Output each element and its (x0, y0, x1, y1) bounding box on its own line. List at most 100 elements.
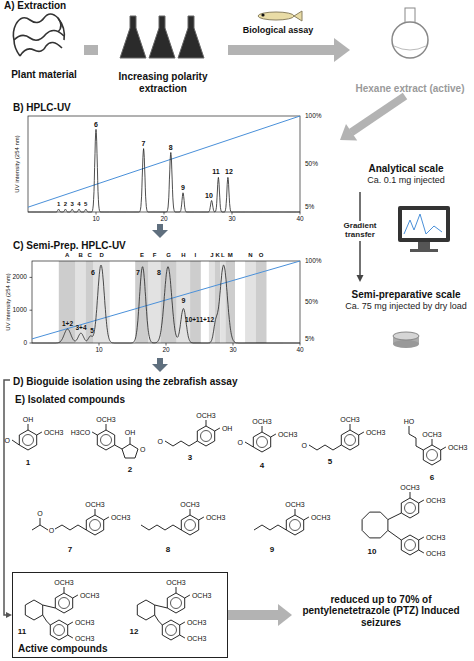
peak-number: 2 (64, 201, 67, 207)
disk-bottom (393, 340, 419, 348)
node-title: Active compounds (18, 643, 107, 655)
gradient-line (32, 261, 300, 339)
bond (199, 517, 204, 520)
rhizome (13, 18, 64, 56)
round-flask-icon (392, 8, 428, 58)
bond (28, 424, 29, 430)
bond (401, 535, 418, 555)
process-step: Increasing polarity extraction (98, 10, 228, 96)
fraction-band (177, 261, 190, 343)
arrowhead (357, 275, 364, 282)
axis-value: 40 (296, 347, 303, 354)
atom-label: OCH3 (278, 431, 297, 438)
atom-label: OCH3 (400, 484, 419, 491)
scale-box: Analytical scaleCa. 0.1 mg injected (342, 156, 470, 192)
atom-label: HO (404, 418, 415, 425)
axis-tick (300, 212, 301, 215)
peak-number: 1 (57, 201, 60, 207)
axis-value: 5% (305, 336, 314, 343)
bond (432, 439, 433, 445)
peak-number: 4 (77, 201, 80, 207)
bond (115, 444, 138, 458)
compound-number: 12 (130, 628, 139, 636)
bond (86, 515, 103, 535)
flask (149, 16, 175, 58)
atom-label: OCH3 (252, 418, 271, 425)
aromatic-ring (59, 598, 70, 609)
compound-number: 1 (26, 459, 30, 467)
atom-label: OCH3 (426, 550, 445, 557)
fraction-letter: D (100, 252, 104, 258)
bond (12, 440, 19, 445)
peak-number: 3 (71, 201, 74, 207)
zebrafish-icon (258, 11, 302, 21)
flask-icons (120, 16, 204, 58)
bond (64, 587, 65, 593)
compound-number: 2 (128, 466, 132, 474)
connector-line (4, 380, 10, 615)
axis-value: 2000 (13, 274, 27, 281)
process-arrow (84, 50, 98, 51)
fraction-band (190, 261, 201, 343)
axis-value: 30 (228, 216, 235, 223)
atom-label: OCH3 (196, 412, 215, 419)
arrowhead (340, 124, 357, 140)
node-title: C) Semi-Prep. HPLC-UV (13, 240, 126, 252)
fraction-band (226, 261, 235, 343)
bond (155, 605, 168, 608)
connector-line (84, 45, 98, 55)
atom-label: OH (222, 425, 233, 432)
atom-label: O (158, 438, 163, 445)
fraction-letter: F (153, 252, 157, 258)
bond (215, 428, 220, 431)
bond (162, 620, 179, 640)
bond (97, 430, 114, 450)
axis-value: 30 (229, 347, 236, 354)
bond (25, 600, 42, 620)
bond (388, 530, 401, 540)
bond (295, 509, 296, 515)
bond (185, 595, 190, 598)
outcome-box: reduced up to 70% of pentylenetetrazole … (292, 588, 470, 634)
fraction-letter: L (221, 252, 225, 258)
axis-tick (30, 277, 33, 278)
aromatic-ring (185, 520, 196, 531)
bond (92, 432, 97, 435)
atom-label: OCH3 (206, 514, 225, 521)
arrowhead (334, 38, 350, 62)
atom-label: O (5, 437, 10, 444)
node-title: Hexane extract (active) (356, 83, 465, 95)
atom-label: H3CO (71, 429, 90, 436)
compound-number: 9 (270, 546, 274, 554)
source-step: Plant material (4, 10, 84, 82)
aromatic-ring (166, 625, 177, 636)
atom-label: O (140, 446, 145, 453)
step-heading: D) Bioguide isolation using the zebrafis… (10, 372, 310, 390)
fish-eye (261, 13, 264, 16)
axis-value: 20 (160, 216, 167, 223)
bond (401, 498, 418, 518)
compound-number: 11 (18, 628, 26, 636)
axis-value: 20 (162, 347, 169, 354)
atom-label: O (238, 439, 243, 446)
fish-tail (294, 11, 302, 21)
flow-arrow (152, 224, 168, 238)
bond (55, 593, 72, 613)
monitor (398, 206, 450, 242)
connector-line (157, 224, 163, 231)
compound-number: 8 (166, 546, 170, 554)
axis-value: 50% (305, 161, 318, 168)
fraction-letter: C (87, 252, 91, 258)
peak-number: 11 (212, 168, 219, 175)
node-body: Ca. 75 mg injected by dry load (345, 301, 467, 311)
bond (362, 512, 388, 538)
stand (418, 242, 430, 249)
connector-line (157, 358, 163, 365)
bond (165, 441, 197, 446)
fraction-letter: E (140, 252, 144, 258)
aromatic-ring (405, 503, 416, 514)
peak-number: 5 (84, 201, 87, 207)
bond (286, 515, 303, 535)
fraction-letter: K (215, 252, 219, 258)
